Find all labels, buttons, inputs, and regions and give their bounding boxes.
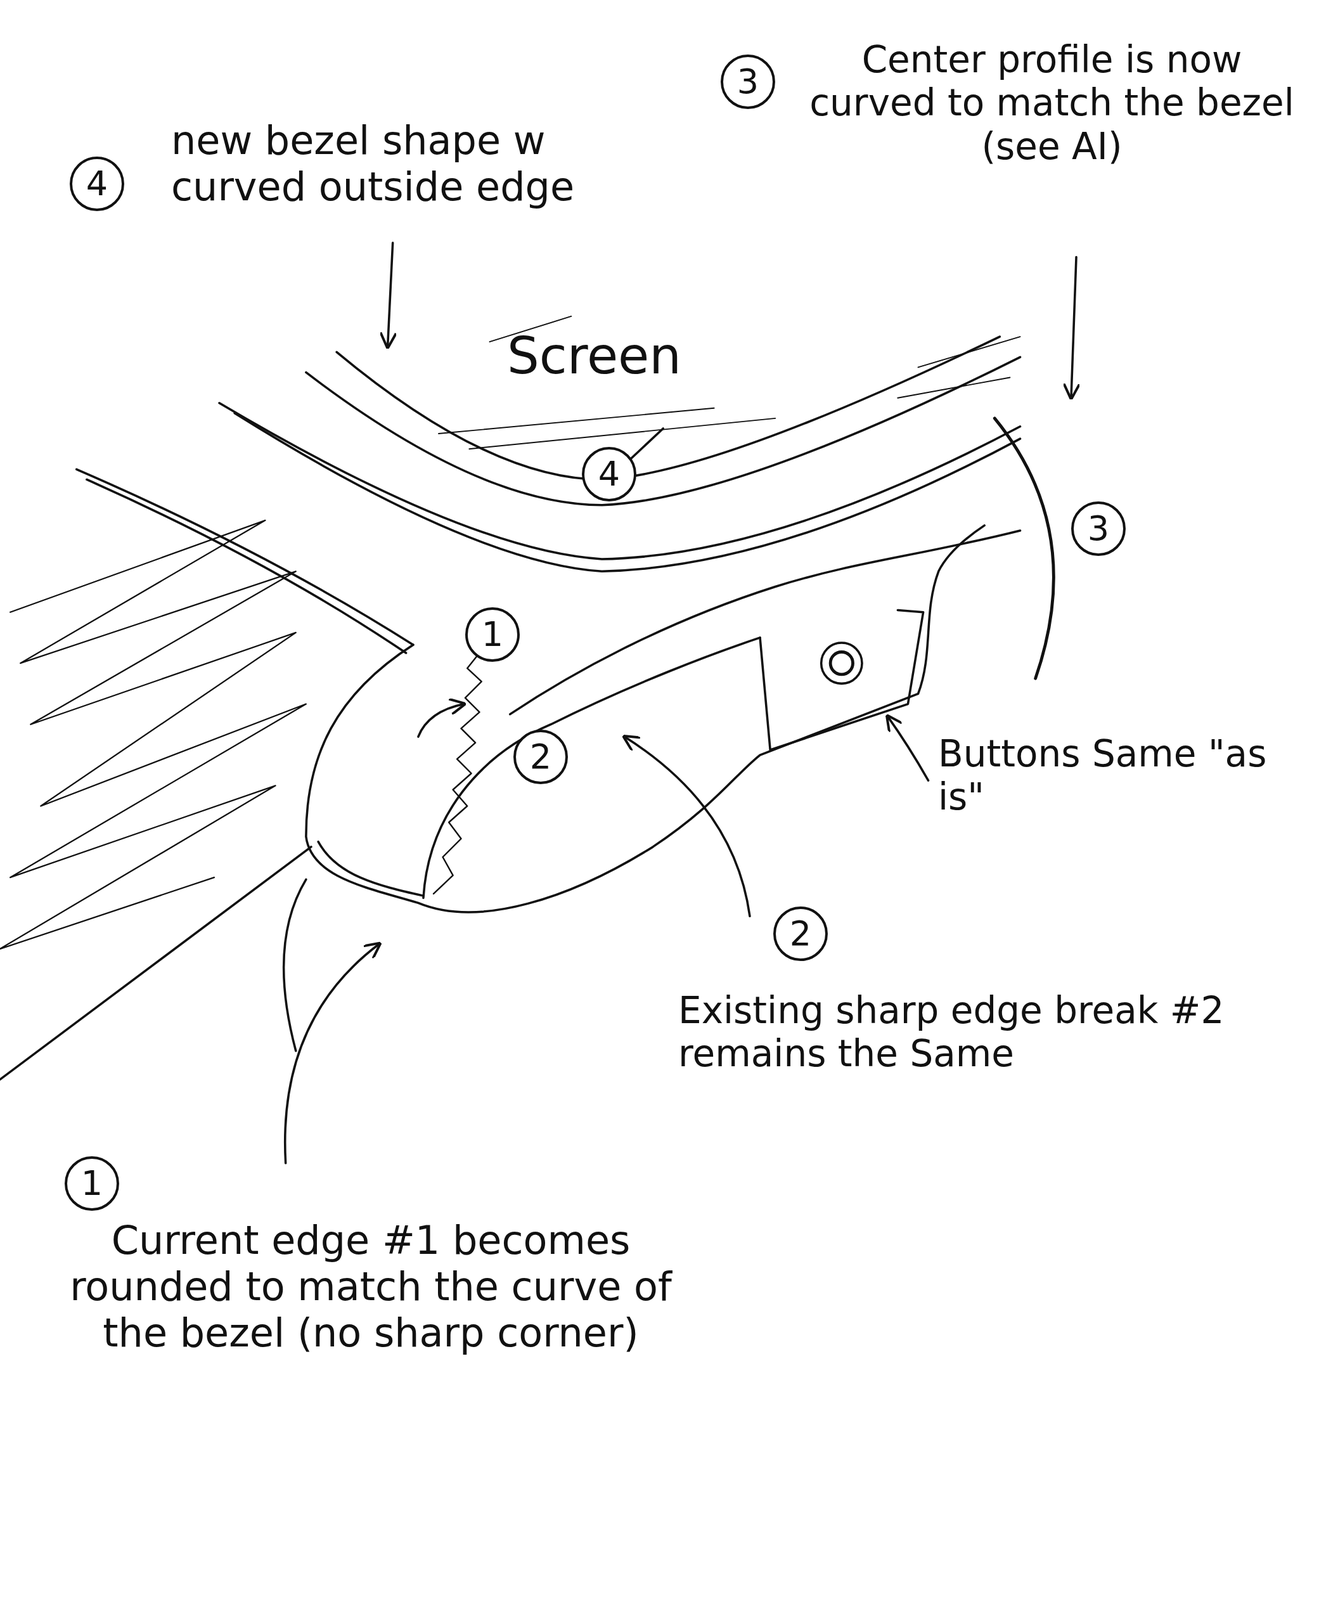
screen-label: Screen (507, 326, 774, 387)
button-housing-outline (318, 841, 424, 896)
callout-number: 2 (773, 906, 828, 961)
leader-line (418, 704, 464, 738)
screen-shading (438, 316, 1020, 449)
button-housing-outline (306, 525, 985, 913)
callout-number: 3 (720, 54, 776, 110)
callout-number: 4 (581, 446, 637, 502)
housing-edge (86, 479, 407, 653)
bezel-outer-line (234, 413, 1020, 572)
button (830, 651, 853, 674)
leader-line (630, 428, 664, 459)
leader-line (624, 736, 750, 916)
callout-number: 1 (465, 607, 520, 662)
housing-lower-edge (0, 846, 312, 1080)
center-profile-arc (994, 418, 1054, 679)
annotation-note: Buttons Same "as is" (938, 732, 1281, 819)
leader-line (1071, 257, 1077, 399)
bezel-outer-line (219, 403, 1020, 560)
callout-number: 3 (1071, 501, 1126, 556)
edge-1-rounding (433, 652, 482, 894)
annotation-note: Center profile is now curved to match th… (799, 38, 1304, 168)
annotation-note: Existing sharp edge break #2 remains the… (678, 988, 1306, 1076)
leader-line (887, 716, 928, 781)
callout-number: 1 (64, 1156, 120, 1211)
leader-line (387, 242, 393, 347)
callout-number: 4 (69, 156, 125, 212)
button (821, 642, 863, 684)
edge-break-2 (423, 637, 760, 898)
callout-number: 2 (513, 729, 568, 785)
button-recess (759, 609, 924, 750)
leader-line (285, 943, 380, 1164)
leader-line (283, 879, 307, 1051)
annotation-note: new bezel shape w curved outside edge (171, 117, 666, 210)
annotation-note: Current edge #1 becomes rounded to match… (53, 1216, 688, 1356)
